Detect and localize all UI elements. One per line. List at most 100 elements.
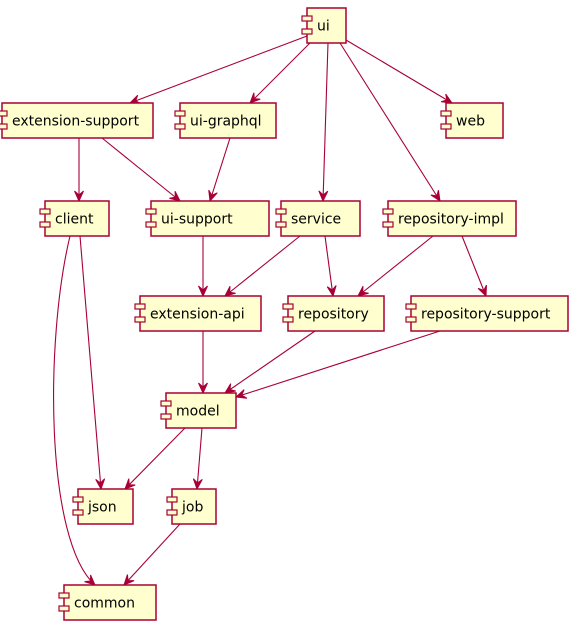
component-label: extension-support (12, 114, 140, 130)
component-box (44, 200, 110, 237)
arrowhead (208, 189, 218, 203)
component-tab-icon (160, 400, 172, 407)
component-label: service (291, 212, 341, 228)
edge-line (79, 235, 102, 490)
edge-line (322, 42, 329, 202)
edge-repository-impl-to-repository-support (461, 235, 487, 298)
component-label: ui (317, 19, 330, 35)
component-box (77, 488, 134, 525)
component-tab-icon (72, 496, 84, 503)
component-tab-icon (134, 303, 146, 310)
component-tab-icon (145, 208, 157, 215)
edge-line (235, 330, 441, 398)
component-tab-icon (382, 208, 394, 215)
arrowhead (249, 92, 261, 104)
component-repository-support: repository-support (405, 295, 569, 332)
component-tab-icon (174, 110, 186, 117)
component-box (410, 295, 569, 332)
edge-ui-support-to-extension-api (198, 236, 208, 298)
arrowhead (74, 190, 84, 203)
component-tab-icon (282, 303, 294, 310)
component-box (306, 7, 347, 44)
component-tab-icon (0, 123, 8, 130)
component-label: model (176, 404, 220, 420)
arrowhead (224, 286, 236, 297)
edge-service-to-extension-api (224, 235, 301, 297)
component-tab-icon (301, 28, 313, 35)
arrowhead (192, 478, 203, 491)
component-repository-impl: repository-impl (382, 200, 517, 237)
component-tab-icon (275, 221, 287, 228)
edge-ui-to-ui-graphql (249, 42, 311, 104)
edge-client-to-json (79, 235, 106, 491)
arrowhead (326, 285, 337, 298)
component-tab-icon (275, 208, 287, 215)
arrowhead (318, 190, 329, 203)
edge-repository-to-model (223, 330, 316, 394)
arrowhead (477, 284, 487, 298)
component-tab-icon (282, 316, 294, 323)
component-json: json (72, 488, 134, 525)
component-web: web (440, 102, 504, 139)
edge-line (345, 39, 453, 104)
component-label: job (181, 500, 203, 516)
arrowhead (198, 285, 208, 298)
arrowhead (95, 478, 106, 491)
arrowhead (84, 574, 96, 586)
edge-line (209, 137, 231, 202)
component-ui-graphql: ui-graphql (174, 102, 277, 139)
edge-line (129, 35, 308, 104)
component-tab-icon (405, 316, 417, 323)
component-tab-icon (134, 316, 146, 323)
component-label: client (55, 212, 94, 228)
edge-line (123, 523, 181, 586)
edge-ui-to-service (318, 42, 329, 203)
component-model: model (160, 392, 237, 429)
edge-line (339, 42, 441, 202)
edge-extension-support-to-ui-support (101, 137, 181, 202)
arrowhead (430, 190, 441, 203)
arrowhead (123, 574, 135, 586)
arrowhead (357, 286, 369, 297)
edge-ui-graphql-to-ui-support (208, 137, 231, 203)
component-service: service (275, 200, 361, 237)
edge-line (124, 427, 186, 490)
edge-line (357, 235, 434, 297)
component-box (387, 200, 517, 237)
component-tab-icon (39, 208, 51, 215)
arrowhead (223, 383, 236, 394)
component-tab-icon (39, 221, 51, 228)
component-job: job (166, 488, 217, 525)
edge-ui-to-web (345, 39, 454, 104)
component-label: web (456, 114, 485, 130)
component-tab-icon (440, 110, 452, 117)
arrowhead (124, 478, 136, 490)
edge-line (196, 427, 203, 490)
component-tab-icon (160, 413, 172, 420)
component-box (445, 102, 504, 139)
edge-extension-api-to-model (198, 331, 208, 395)
edge-line (224, 235, 301, 297)
arrowhead (198, 382, 208, 395)
component-label: repository-support (421, 307, 551, 323)
component-tab-icon (174, 123, 186, 130)
component-tab-icon (382, 221, 394, 228)
component-tab-icon (440, 123, 452, 130)
arrowhead (169, 190, 181, 202)
component-box (287, 295, 385, 332)
component-tab-icon (166, 509, 178, 516)
component-tab-icon (301, 15, 313, 22)
component-box (165, 392, 237, 429)
component-common: common (58, 584, 157, 621)
edge-line (224, 330, 316, 394)
component-box (139, 295, 262, 332)
edge-extension-support-to-client (74, 138, 84, 203)
edge-ui-to-extension-support (128, 35, 308, 105)
component-tab-icon (145, 221, 157, 228)
component-label: repository (298, 307, 369, 323)
component-tab-icon (72, 509, 84, 516)
component-extension-support: extension-support (0, 102, 154, 139)
edge-line (324, 235, 334, 297)
